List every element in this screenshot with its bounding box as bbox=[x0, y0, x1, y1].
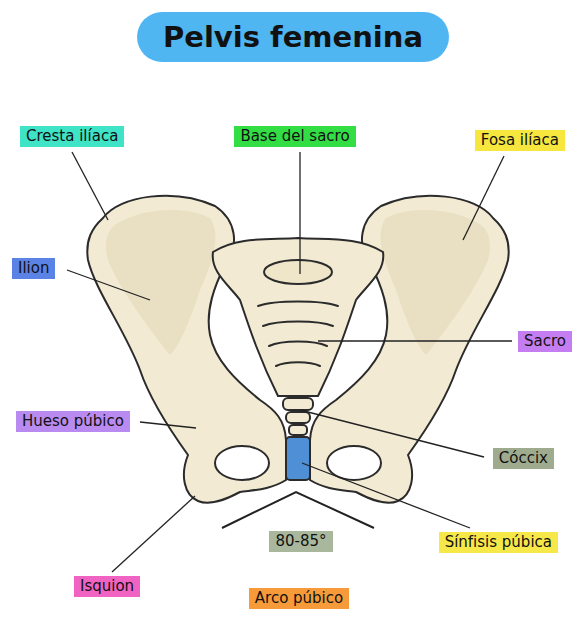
iliac-fossa-shade bbox=[106, 210, 215, 355]
part-name: Sacro bbox=[524, 333, 566, 350]
label-box: Isquion bbox=[74, 576, 140, 597]
title-banner: Pelvis femenina bbox=[0, 12, 586, 62]
sacrum bbox=[213, 238, 384, 435]
label-box: Arco púbico bbox=[249, 588, 349, 609]
pubic-symphysis bbox=[286, 437, 310, 480]
leader-line bbox=[72, 152, 108, 220]
iliac-fossa-shade bbox=[381, 210, 490, 355]
obturator-foramen bbox=[215, 446, 269, 480]
sacrum-outline bbox=[213, 238, 384, 396]
leader-lines bbox=[67, 152, 512, 572]
coccyx-segment bbox=[286, 412, 310, 423]
sacral-ridge bbox=[258, 302, 338, 307]
part-name: 80-85° bbox=[275, 533, 326, 550]
pubic-arch-angle bbox=[222, 492, 374, 528]
sacral-ridge bbox=[276, 362, 320, 366]
leader-line bbox=[299, 152, 300, 274]
leader-line bbox=[67, 270, 150, 300]
coccyx-segment bbox=[283, 398, 313, 410]
part-name: Isquion bbox=[80, 578, 134, 595]
part-name: Fosa ilíaca bbox=[481, 132, 559, 149]
title: Pelvis femenina bbox=[137, 12, 449, 62]
label-box: Fosa ilíaca bbox=[475, 130, 565, 151]
leader-line bbox=[463, 156, 504, 240]
sacral-ridge bbox=[263, 322, 333, 327]
label-box: 80-85° bbox=[269, 531, 332, 552]
part-name: Cresta ilíaca bbox=[26, 128, 118, 145]
sacral-base bbox=[264, 260, 332, 284]
coccyx-segment bbox=[289, 425, 307, 435]
part-name: Hueso púbico bbox=[22, 413, 124, 430]
label-box: Sínfisis púbica bbox=[439, 532, 558, 553]
sacral-ridge bbox=[269, 342, 327, 347]
label-box: Base del sacro bbox=[234, 126, 355, 147]
part-name: Base del sacro bbox=[240, 128, 349, 145]
label-box: Hueso púbico bbox=[16, 411, 130, 432]
label-box: Cóccix bbox=[493, 448, 554, 469]
leader-line bbox=[318, 340, 512, 341]
part-name: Cóccix bbox=[499, 450, 548, 467]
leader-line bbox=[140, 422, 196, 428]
part-name: Ilion bbox=[18, 260, 49, 277]
leader-line bbox=[300, 410, 484, 457]
part-name: Arco púbico bbox=[255, 590, 343, 607]
leader-line bbox=[302, 463, 470, 528]
part-name: Sínfisis púbica bbox=[445, 534, 552, 551]
leader-line bbox=[112, 496, 195, 572]
obturator-foramen bbox=[327, 446, 381, 480]
label-box: Sacro bbox=[518, 331, 572, 352]
label-box: Ilion bbox=[12, 258, 55, 279]
label-box: Cresta ilíaca bbox=[20, 126, 124, 147]
